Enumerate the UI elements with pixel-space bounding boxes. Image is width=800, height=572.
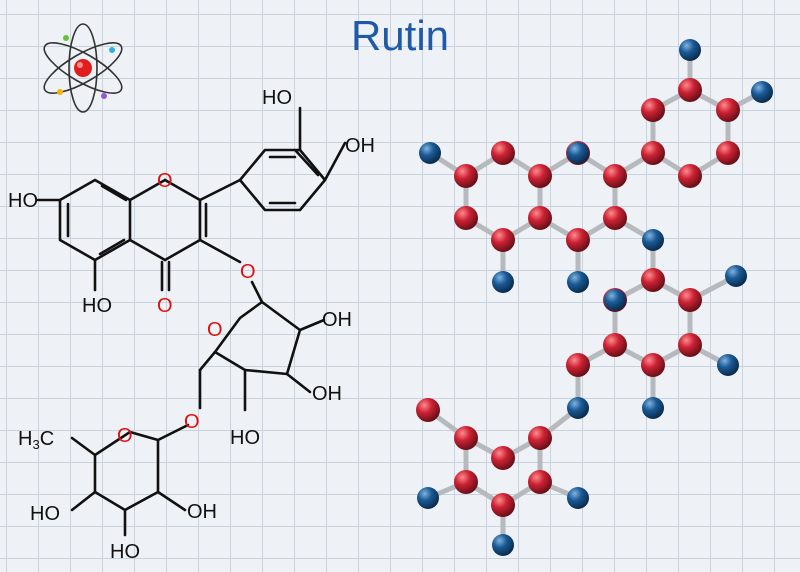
carbon-atom xyxy=(641,353,665,377)
carbon-atom xyxy=(566,228,590,252)
label-methyl: H3C xyxy=(18,428,54,452)
label-oh: OH xyxy=(312,383,342,405)
hydrogen-atom xyxy=(679,39,701,61)
carbon-atom xyxy=(454,206,478,230)
hydrogen-atom xyxy=(725,265,747,287)
label-ring-oxygen: O xyxy=(117,425,133,447)
hydrogen-atom xyxy=(567,142,589,164)
carbon-atom xyxy=(603,206,627,230)
carbon-atom xyxy=(566,353,590,377)
diagram-title: Rutin xyxy=(350,12,450,59)
carbon-atom xyxy=(491,493,515,517)
label-oh: OH xyxy=(322,309,352,331)
carbon-atom xyxy=(678,78,702,102)
carbon-atom xyxy=(603,164,627,188)
carbon-atom xyxy=(716,141,740,165)
hydrogen-atom xyxy=(492,271,514,293)
label-ho: HO xyxy=(8,190,38,212)
hydrogen-atom xyxy=(642,397,664,419)
label-ho: HO xyxy=(82,295,112,317)
label-link-oxygen: O xyxy=(184,411,200,433)
carbon-atom xyxy=(678,333,702,357)
hydrogen-atom xyxy=(567,487,589,509)
carbon-atom xyxy=(491,446,515,470)
carbon-atom xyxy=(528,206,552,230)
carbon-atom xyxy=(454,470,478,494)
carbon-atom xyxy=(678,164,702,188)
label-ho: HO xyxy=(110,541,140,563)
label-ho: HO xyxy=(30,503,60,525)
carbon-atom xyxy=(641,98,665,122)
label-ho: HO xyxy=(230,427,260,449)
carbon-atom xyxy=(528,470,552,494)
hydrogen-atom xyxy=(417,487,439,509)
hydrogen-atom xyxy=(492,534,514,556)
carbon-atom xyxy=(491,228,515,252)
label-ho: HO xyxy=(262,87,292,109)
carbon-atom xyxy=(491,141,515,165)
carbon-atom xyxy=(528,426,552,450)
carbon-atom xyxy=(641,141,665,165)
carbon-atom xyxy=(641,268,665,292)
carbon-atom xyxy=(603,333,627,357)
hydrogen-atom xyxy=(419,142,441,164)
hydrogen-atom xyxy=(567,271,589,293)
label-ring-oxygen: O xyxy=(207,319,223,341)
hydrogen-atom xyxy=(717,354,739,376)
hydrogen-atom xyxy=(567,397,589,419)
hydrogen-atom xyxy=(642,229,664,251)
label-carbonyl-oxygen: O xyxy=(157,295,173,317)
label-ring-oxygen: O xyxy=(157,170,173,192)
label-glycosidic-oxygen: O xyxy=(240,261,256,283)
carbon-atom xyxy=(454,426,478,450)
carbon-atom xyxy=(716,98,740,122)
carbon-atom xyxy=(416,398,440,422)
carbon-atom xyxy=(678,288,702,312)
hydrogen-atom xyxy=(604,289,626,311)
hydrogen-atom xyxy=(751,81,773,103)
label-oh: OH xyxy=(345,135,375,157)
label-oh: OH xyxy=(187,501,217,523)
carbon-atom xyxy=(454,164,478,188)
carbon-atom xyxy=(528,164,552,188)
